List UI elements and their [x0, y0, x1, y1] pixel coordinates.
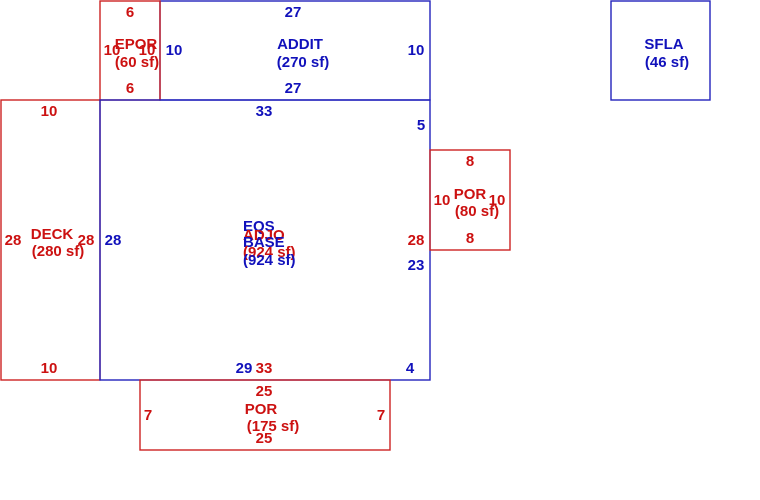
addit-left-dim: 10 [166, 42, 183, 59]
base-bottom-blue-dim: 29 [236, 360, 253, 377]
sfla-name-label: SFLA [644, 36, 683, 53]
base-bottom-red-dim: 33 [256, 360, 273, 377]
epor-right-dim: 10 [139, 42, 156, 59]
eqs-name-label: EQS [243, 218, 275, 235]
adjo-area-label: (924 sf) [243, 244, 296, 261]
base-right-mid-dim: 23 [408, 257, 425, 274]
base-area-label: (924 sf) [243, 252, 296, 269]
epor-area-label: (60 sf) [115, 54, 159, 71]
por-south-bottom-dim: 25 [256, 430, 273, 447]
por-south-area-outline [139, 379, 391, 451]
por-south-name-label: POR [245, 401, 278, 418]
adjo-name-label: ADJO [243, 227, 285, 244]
por-south-area-label: (175 sf) [247, 418, 300, 435]
deck-name-label: DECK [31, 226, 74, 243]
deck-right-dim: 28 [78, 232, 95, 249]
base-right-top-dim: 5 [417, 117, 425, 134]
por-east-bottom-dim: 8 [466, 230, 474, 247]
epor-bottom-dim: 6 [126, 80, 134, 97]
por-east-area-label: (80 sf) [455, 203, 499, 220]
por-south-right-dim: 7 [377, 407, 385, 424]
por-south-left-dim: 7 [144, 407, 152, 424]
addit-bottom-dim: 27 [285, 80, 302, 97]
epor-top-dim: 6 [126, 4, 134, 21]
base-bottom-right-dim: 4 [406, 360, 415, 377]
deck-bottom-dim: 10 [41, 360, 58, 377]
base-right-red-dim: 28 [408, 232, 425, 249]
sfla-area-outline [610, 0, 711, 101]
addit-top-dim: 27 [285, 4, 302, 21]
por-east-top-dim: 8 [466, 153, 474, 170]
por-east-right-dim: 10 [489, 192, 506, 209]
por-south-top-dim: 25 [256, 383, 273, 400]
base-top-dim: 33 [256, 103, 273, 120]
deck-area-label: (280 sf) [32, 243, 85, 260]
addit-name-label: ADDIT [277, 36, 323, 53]
base-left-dim: 28 [105, 232, 122, 249]
por-east-area-outline [429, 149, 511, 251]
epor-name-label: EPOR [115, 36, 158, 53]
addit-right-dim: 10 [408, 42, 425, 59]
epor-left-dim: 10 [104, 42, 121, 59]
base-name-label: BASE [243, 234, 285, 251]
deck-left-dim: 28 [5, 232, 22, 249]
deck-top-dim: 10 [41, 103, 58, 120]
por-east-left-dim: 10 [434, 192, 451, 209]
por-east-name-label: POR [454, 186, 487, 203]
sfla-area-label: (46 sf) [645, 54, 689, 71]
addit-area-label: (270 sf) [277, 54, 330, 71]
